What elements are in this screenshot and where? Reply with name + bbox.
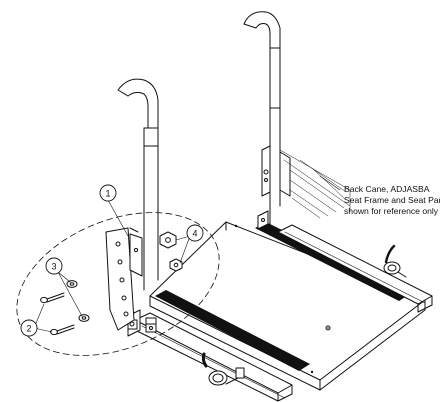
hardware-kit-outline [16,212,220,356]
balloon-1: 1 [99,184,117,202]
balloon-4-number: 4 [192,229,197,239]
screw-lower [50,324,75,336]
seat-strip-rear [255,222,410,301]
screw-upper [40,292,65,304]
reference-note-line-3: shown for reference only [344,206,439,216]
leader-4b [179,235,191,264]
leader-3a [57,271,71,283]
frame-bracket-right [257,210,269,230]
reference-leader [319,175,341,191]
right-rail-clamp [383,244,407,278]
seat-frame-rail-right [277,224,433,313]
back-panel-hatch [279,149,351,219]
leader-1 [107,199,129,237]
mounting-plate [105,227,143,331]
washer-upper [66,280,78,288]
balloon-3: 3 [45,257,63,275]
back-cane-left [117,78,159,291]
reference-note-line-2: Seat Frame and Seat Pan [344,195,440,205]
back-cane-right [243,11,291,227]
reference-note-line-1: Back Cane, ADJASBA [344,184,430,194]
nut-upper [159,231,177,249]
balloon-3-number: 3 [51,262,56,272]
balloon-1-number: 1 [105,189,110,199]
nut-lower [169,258,183,272]
reference-note: Back Cane, ADJASBA Seat Frame and Seat P… [344,184,440,216]
washer-lower [78,314,90,322]
balloon-4: 4 [186,224,204,242]
left-rail-clamp [201,352,245,386]
balloon-2: 2 [20,319,38,337]
leader-3b [57,271,83,317]
balloon-2-number: 2 [26,324,31,334]
